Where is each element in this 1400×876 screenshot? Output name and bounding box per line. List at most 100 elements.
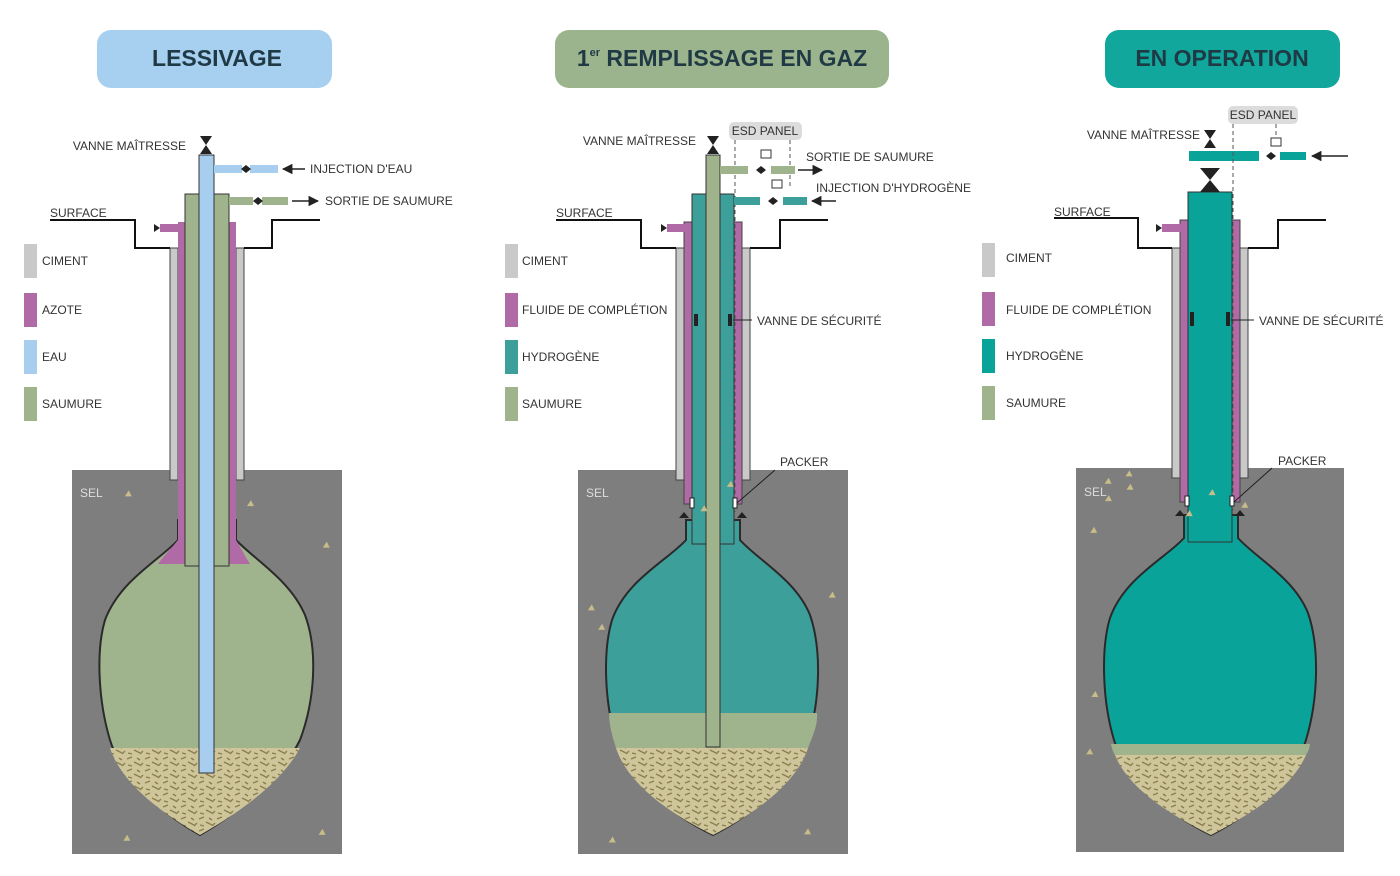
sel-label: SEL [1084, 485, 1107, 499]
cavity-debris [110, 748, 300, 835]
label-esd-panel: ESD PANEL [732, 124, 799, 138]
salt-crystal [1090, 526, 1098, 533]
eau-tube [198, 154, 215, 774]
salt-crystal [1241, 501, 1249, 508]
ground-right [750, 219, 828, 249]
ciment-right [1239, 247, 1249, 479]
ground-left [556, 219, 676, 249]
vanne-securite-icon [694, 314, 732, 326]
label-sortie-saumure: SORTIE DE SAUMURE [325, 194, 453, 208]
sortie-line-2 [262, 197, 288, 205]
ciment-left [1171, 247, 1181, 479]
salt-crystal [726, 480, 734, 487]
ground-left [50, 219, 170, 249]
ground-right [244, 219, 320, 249]
ciment-left [169, 247, 179, 481]
valve-icon [241, 165, 251, 173]
actuator-icon [771, 179, 783, 189]
salt-crystal [124, 490, 132, 497]
vanne-maitresse-icon [1204, 130, 1216, 148]
panel-lessivage: LESSIVAGE SEL VANNE MAÎTRESSE [24, 30, 453, 854]
title-rest: REMPLISSAGE EN GAZ [600, 45, 867, 71]
legend-swatch [505, 340, 518, 374]
title-prefix: 1 [577, 45, 590, 71]
esd-panel-box [729, 122, 802, 140]
label-packer: PACKER [780, 455, 829, 469]
injection-line-2 [783, 197, 807, 205]
sortie-line [720, 166, 748, 174]
label-surface: SURFACE [50, 206, 107, 220]
legend-item: CIMENT [42, 254, 89, 268]
salt-crystal [1185, 510, 1193, 517]
legend-swatch [982, 243, 995, 277]
legend-swatch [24, 244, 37, 278]
salt-crystal [1104, 495, 1112, 502]
label-packer: PACKER [1278, 454, 1327, 468]
fluide-left [1179, 219, 1189, 503]
label-vanne-maitresse: VANNE MAÎTRESSE [583, 133, 696, 148]
salt-crystal [587, 604, 595, 611]
valve-icon [1156, 224, 1162, 232]
packer-icon [1184, 495, 1235, 507]
label-injection-eau: INJECTION D'EAU [310, 162, 412, 176]
legend-item: CIMENT [1006, 251, 1053, 265]
label-vanne-maitresse: VANNE MAÎTRESSE [1087, 127, 1200, 142]
legend-item: FLUIDE DE COMPLÉTION [522, 302, 667, 317]
title-sup: er [590, 47, 601, 59]
label-esd-panel: ESD PANEL [1230, 108, 1297, 122]
salt-crystal [700, 505, 708, 512]
fluide-line [667, 224, 689, 232]
panel-remplissage: 1er REMPLISSAGE EN GAZ SEL ESD PANEL [505, 30, 971, 854]
legend-item: EAU [42, 350, 67, 364]
valve-icon [1266, 152, 1276, 160]
sortie-line [229, 197, 253, 205]
salt-crystal [1126, 483, 1134, 490]
shoe-icon [679, 512, 747, 518]
legend-item: SAUMURE [1006, 396, 1066, 410]
legend-swatch [505, 387, 518, 421]
salt-crystal [318, 828, 326, 835]
title-pill [1105, 30, 1340, 88]
sel-label: SEL [80, 486, 103, 500]
vanne-maitresse-icon [200, 136, 212, 154]
salt-crystal [598, 623, 606, 630]
salt-crystal [322, 541, 330, 548]
azote-annulus-right [229, 222, 236, 522]
gas-line [1280, 152, 1306, 160]
label-injection-hydrogene: INJECTION D'HYDROGÈNE [816, 180, 971, 195]
panel-title: EN OPERATION [1135, 45, 1308, 71]
panel-title: 1er REMPLISSAGE EN GAZ [577, 45, 867, 71]
fluide-line [1162, 224, 1184, 232]
azote-line [160, 224, 182, 232]
azote-annulus-left [178, 222, 185, 522]
legend-swatch [24, 293, 37, 327]
salt-crystals [123, 470, 1249, 843]
injection-line [214, 165, 242, 173]
legend-swatch [505, 293, 518, 327]
legend-swatch [982, 339, 995, 373]
legend-item: SAUMURE [522, 397, 582, 411]
legend-swatch [982, 386, 995, 420]
salt-crystal [828, 591, 836, 598]
ciment-left [675, 247, 685, 481]
saumure-tube [705, 154, 721, 748]
salt-crystal [1091, 690, 1099, 697]
leader-line [736, 469, 776, 504]
vanne-securite-icon [1190, 312, 1230, 326]
legend-item: HYDROGÈNE [1006, 348, 1083, 363]
legend-swatch [24, 387, 37, 421]
injection-line [734, 197, 760, 205]
legend-item: HYDROGÈNE [522, 349, 599, 364]
actuator-icon [1270, 137, 1282, 147]
legend: CIMENT FLUIDE DE COMPLÉTION HYDROGÈNE SA… [982, 243, 1151, 420]
legend-item: CIMENT [522, 254, 569, 268]
legend-item: SAUMURE [42, 397, 102, 411]
title-pill [555, 30, 889, 88]
legend-item: AZOTE [42, 303, 82, 317]
cavity-debris [616, 748, 808, 835]
salt-crystal [246, 500, 254, 507]
salt-crystal [608, 836, 616, 843]
sel-label: SEL [586, 486, 609, 500]
ground-right [1248, 219, 1326, 249]
